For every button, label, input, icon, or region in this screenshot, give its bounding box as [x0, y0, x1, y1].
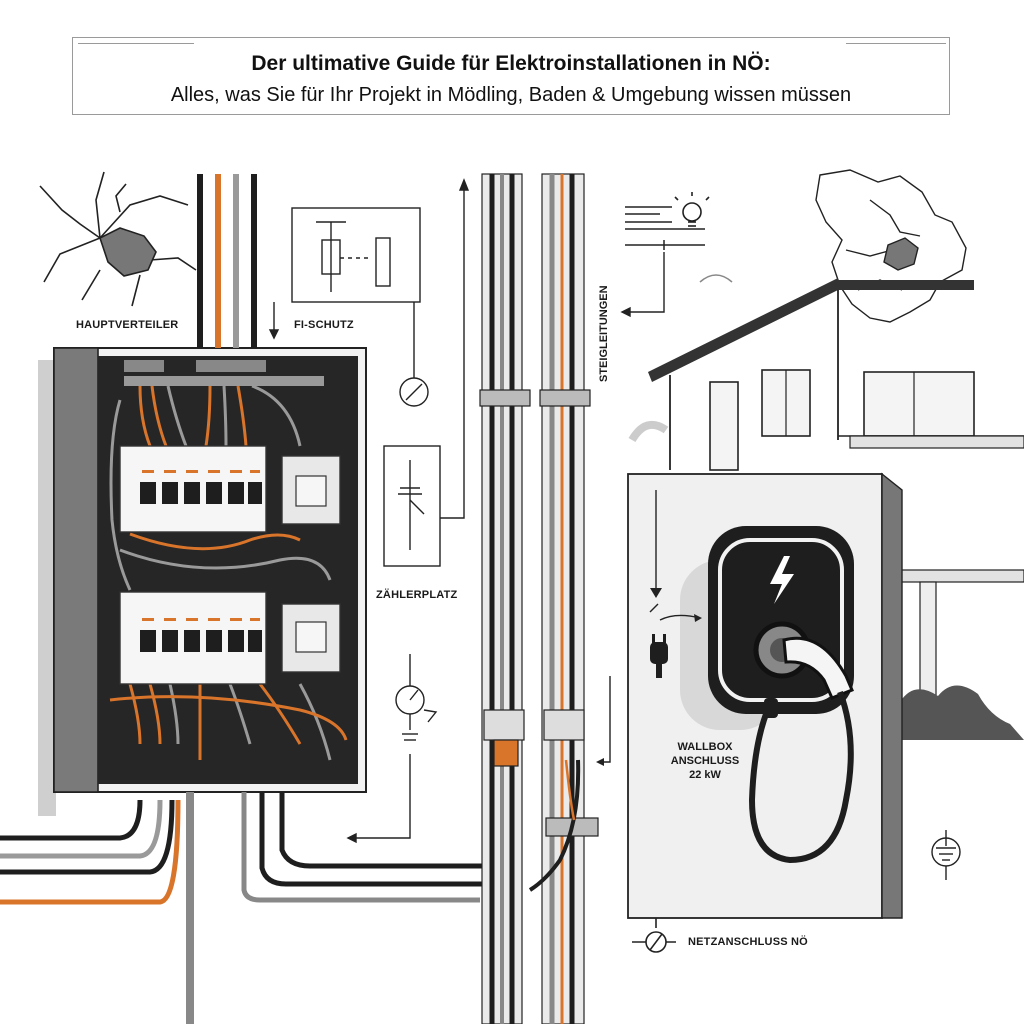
label-wallbox: WALLBOX ANSCHLUSS 22 kW	[650, 740, 760, 782]
text-lines-deco	[625, 206, 705, 250]
netzanschluss-symbol	[632, 918, 676, 953]
label-wallbox-line2: ANSCHLUSS	[670, 755, 740, 767]
page-title: Der ultimative Guide für Elektroinstalla…	[251, 52, 771, 75]
cloud-arc	[699, 274, 733, 283]
label-hauptverteiler: HAUPTVERTEILER	[76, 319, 179, 331]
breaker-row-2	[119, 591, 341, 685]
breaker-row-1	[119, 445, 341, 533]
rising-pipes	[479, 173, 611, 1024]
meter-icon	[383, 178, 470, 567]
house	[628, 278, 1024, 740]
label-fi-schutz: FI-SCHUTZ	[294, 319, 354, 331]
title-deco-line-right	[846, 43, 946, 44]
lightbulb-icon	[674, 192, 710, 227]
title-box: Der ultimative Guide für Elektroinstalla…	[72, 37, 950, 115]
arrow-icon	[620, 252, 665, 318]
title-deco-line-left	[78, 43, 194, 44]
panel-wiring	[109, 384, 348, 761]
label-wallbox-line3: 22 kW	[689, 769, 721, 781]
label-steigleitungen: STEIGLEITUNGEN	[598, 285, 610, 382]
label-netzanschluss: NETZANSCHLUSS NÖ	[688, 936, 808, 948]
label-wallbox-line1: WALLBOX	[677, 741, 733, 753]
ground-icon	[931, 830, 961, 880]
lightning-icon	[770, 556, 794, 604]
region-map-left	[39, 171, 197, 307]
main-distribution-panel	[38, 347, 367, 816]
wallbox-charger	[708, 526, 854, 864]
plug-icon	[649, 490, 702, 678]
region-map-right	[815, 169, 967, 323]
fi-schutz-schematic	[268, 207, 421, 340]
outgoing-cables	[0, 792, 492, 1024]
incoming-cables	[197, 174, 257, 348]
page-subtitle: Alles, was Sie für Ihr Projekt in Mödlin…	[170, 84, 852, 106]
gauge-icon	[346, 654, 438, 844]
label-zaehlerplatz: ZÄHLERPLATZ	[376, 589, 458, 601]
